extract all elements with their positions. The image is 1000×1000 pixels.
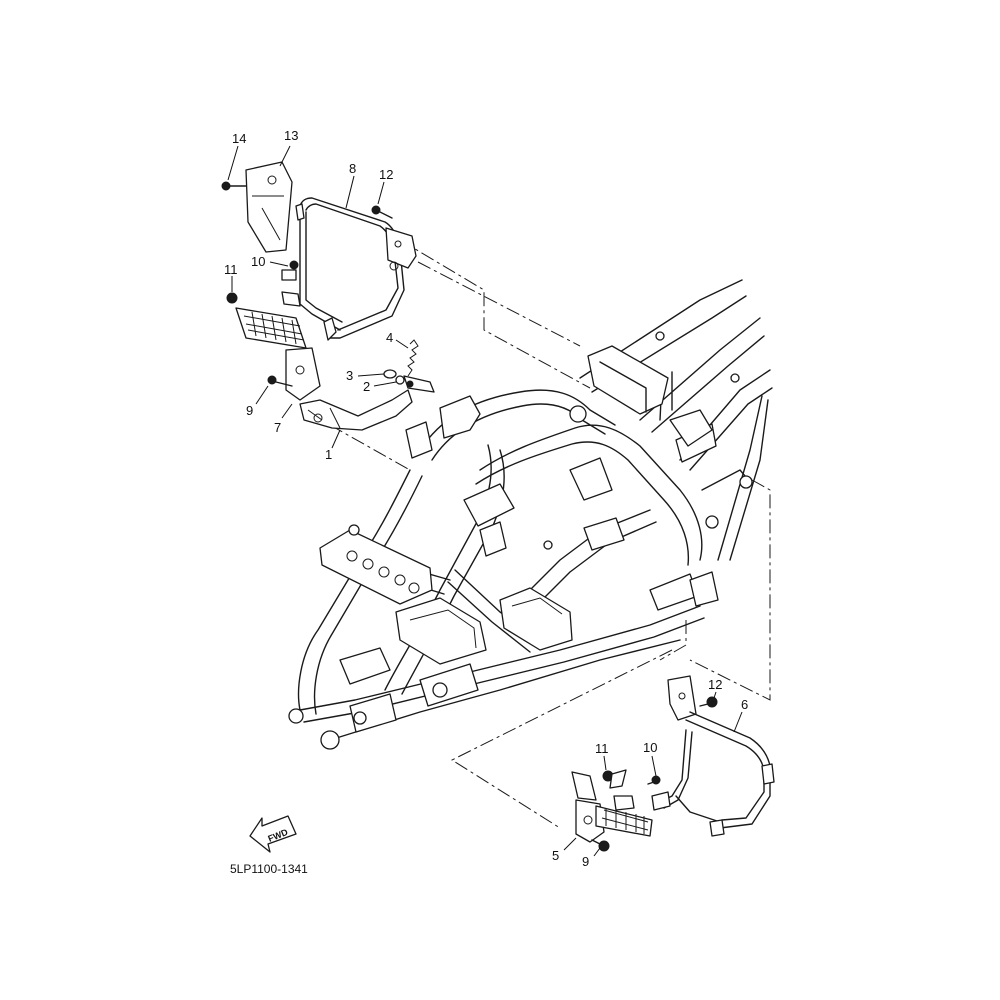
callout-12: 12 [708,677,722,692]
callout-9: 9 [582,854,589,869]
callout-2: 2 [363,379,370,394]
callout-11: 11 [595,741,609,756]
callout-12: 12 [379,167,393,182]
alignment-lines [329,239,771,829]
callout-1: 1 [325,447,332,462]
callout-3: 3 [346,368,353,383]
callout-6: 6 [741,697,748,712]
callout-10: 10 [643,740,657,755]
callout-4: 4 [386,330,393,345]
callout-leaders [227,145,743,857]
right-footrest-assembly [571,675,775,852]
callout-14: 14 [232,131,246,146]
diagram-code: 5LP1100-1341 [230,862,308,876]
left-footrest-assembly [221,161,435,431]
callout-5: 5 [552,848,559,863]
callout-13: 13 [284,128,298,143]
callout-7: 7 [274,420,281,435]
callout-numbers: 14 13 8 12 10 11 4 3 2 9 7 1 12 6 11 10 … [224,128,748,869]
callout-10: 10 [251,254,265,269]
callout-8: 8 [349,161,356,176]
callout-11: 11 [224,262,238,277]
main-frame [288,279,773,750]
forward-arrow-icon: FWD [249,815,297,853]
callout-9: 9 [246,403,253,418]
